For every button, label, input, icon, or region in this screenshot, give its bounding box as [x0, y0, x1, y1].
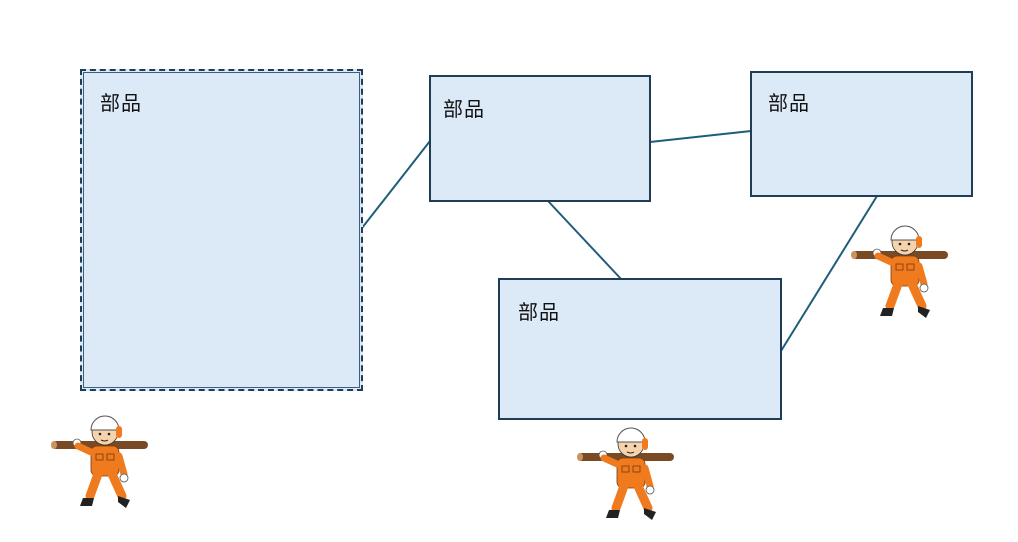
box-top-right[interactable]: 部品	[750, 71, 973, 197]
box-top-middle[interactable]: 部品	[429, 75, 651, 202]
box-bottom-middle[interactable]: 部品	[498, 278, 782, 420]
worker-carrying-log-icon[interactable]	[576, 422, 676, 522]
box-label: 部品	[100, 91, 142, 115]
connector-top-middle-to-bottom-middle[interactable]	[547, 200, 623, 281]
box-left[interactable]: 部品	[80, 69, 363, 391]
connector-left-to-top-middle[interactable]	[361, 140, 431, 229]
worker-carrying-log-icon[interactable]	[50, 410, 150, 510]
box-label: 部品	[518, 300, 560, 324]
worker-carrying-log-icon[interactable]	[850, 220, 950, 320]
box-label: 部品	[443, 97, 485, 121]
connector-top-middle-to-top-right[interactable]	[649, 130, 752, 143]
box-label: 部品	[768, 91, 810, 115]
